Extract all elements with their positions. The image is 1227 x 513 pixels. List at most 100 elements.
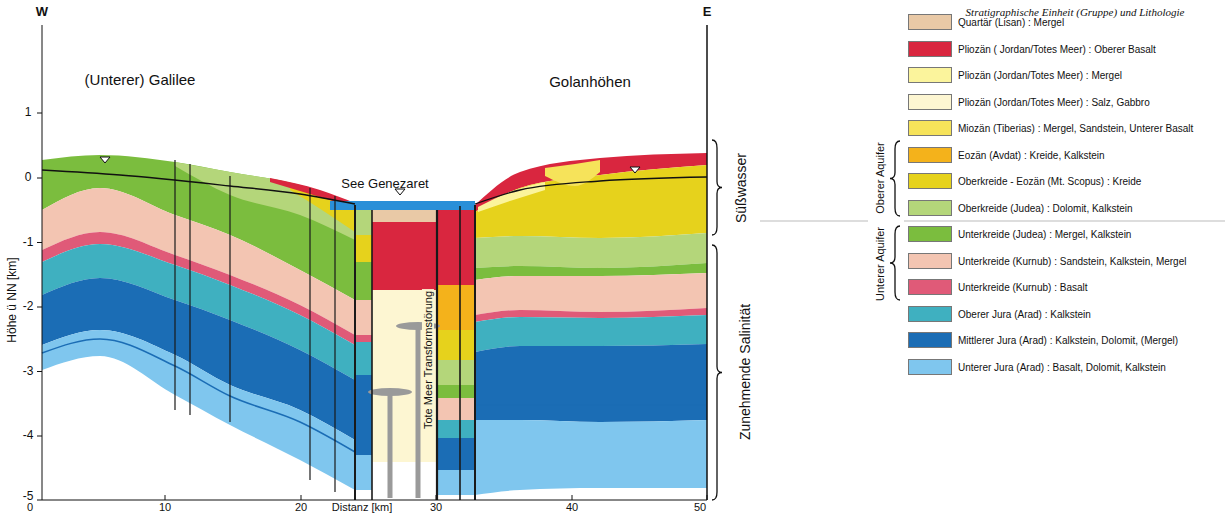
axis-label: 30	[430, 501, 442, 513]
legend-text: Unterkreide (Judea) : Mergel, Kalkstein	[958, 229, 1131, 240]
legend-swatch	[908, 173, 952, 189]
tick-mark	[301, 495, 302, 500]
annotation-label: Oberer Aquifer	[874, 142, 886, 214]
tick-mark	[37, 500, 42, 501]
legend-text: Unterkreide (Kurnub) : Basalt	[958, 282, 1088, 293]
rock-layer	[437, 420, 475, 438]
rock-layer	[437, 470, 475, 495]
tick-mark	[37, 178, 42, 179]
rock-layer	[355, 335, 372, 342]
fault-line	[354, 205, 356, 500]
water-level-symbol	[100, 157, 110, 163]
fault-line	[309, 188, 310, 480]
annotation-label: Süßwasser	[734, 153, 749, 223]
curly-bracket	[712, 245, 722, 500]
legend-swatch	[908, 226, 952, 242]
axis-label: -3	[23, 365, 34, 378]
right-frame	[706, 25, 708, 500]
legend-heading: Stratigraphische Einheit (Gruppe) und Li…	[966, 6, 1185, 18]
axis-label: -2	[23, 300, 34, 313]
axis-label: 20	[295, 501, 307, 513]
rock-layer	[355, 455, 372, 490]
legend-swatch	[908, 41, 952, 57]
rock-layer	[355, 235, 372, 262]
fault-line	[229, 176, 230, 422]
legend-swatch	[908, 306, 952, 322]
rock-layer	[437, 398, 475, 420]
diapir-cap	[368, 388, 412, 396]
annotation-label: W	[36, 5, 48, 19]
axis-label: 40	[566, 501, 578, 513]
legend-text: Oberer Jura (Arad) : Kalkstein	[958, 308, 1091, 319]
rock-layer	[475, 420, 707, 495]
legend-swatch	[908, 253, 952, 269]
tick-mark	[707, 495, 708, 500]
legend-text: Quartär (Lisan) : Mergel	[958, 17, 1064, 28]
rock-layer	[355, 300, 372, 335]
annotation-label: Zunehmende Salinität	[738, 304, 753, 440]
legend-text: Pliozän (Jordan/Totes Meer) : Mergel	[958, 70, 1122, 81]
fault-line	[334, 196, 335, 492]
lake	[330, 201, 475, 210]
curly-bracket	[712, 140, 722, 235]
tick-mark	[37, 371, 42, 372]
annotation-label: (Unterer) Galilee	[85, 72, 196, 89]
water-table	[475, 177, 707, 204]
diapir-stem	[416, 326, 421, 498]
divider-line	[760, 221, 868, 222]
annotation-label: Tote Meer Transformstörung	[422, 289, 434, 431]
axis-label: 0	[27, 501, 33, 513]
fault-line	[174, 160, 175, 410]
diapir-stem	[388, 392, 393, 498]
rock-layer	[355, 342, 372, 375]
curly-bracket	[890, 141, 900, 216]
rock-layer	[355, 262, 372, 300]
axis-label: -4	[23, 429, 34, 442]
legend-text: Pliozän ( Jordan/Totes Meer) : Oberer Ba…	[958, 43, 1156, 54]
legend-swatch	[908, 94, 952, 110]
legend-text: Oberkreide (Judea) : Dolomit, Kalkstein	[958, 202, 1133, 213]
annotation-label: Höhe ü NN [km]	[6, 257, 19, 342]
divider-line	[904, 221, 1225, 222]
rock-layer	[437, 330, 475, 360]
legend-swatch	[908, 14, 952, 30]
legend-text: Pliozän (Jordan/Totes Meer) : Salz, Gabb…	[958, 96, 1150, 107]
layer-stripe	[475, 404, 707, 406]
section-layers	[42, 153, 707, 495]
rock-layer	[175, 162, 355, 240]
rock-layer	[372, 210, 437, 222]
rock-layer	[437, 385, 475, 398]
rock-layer	[475, 273, 707, 315]
fault-line	[189, 164, 190, 415]
axis-label: 10	[159, 501, 171, 513]
legend-text: Oberkreide - Eozän (Mt. Scopus) : Kreide	[958, 176, 1141, 187]
water-level-symbol	[630, 167, 640, 173]
legend-swatch	[908, 279, 952, 295]
rock-layer	[475, 233, 707, 268]
legend-text: Unterkreide (Kurnub) : Sandstein, Kalkst…	[958, 255, 1186, 266]
rock-layer	[355, 375, 372, 455]
tick-mark	[37, 436, 42, 437]
layer-stripe	[42, 339, 355, 452]
annotation-label: Unterer Aquifer	[874, 227, 886, 301]
fault-line	[459, 206, 461, 500]
annotation-label: E	[703, 5, 712, 19]
rock-layer	[372, 222, 437, 290]
tick-mark	[37, 307, 42, 308]
rock-layer	[437, 438, 475, 470]
legend-swatch	[908, 147, 952, 163]
legend-text: Eozän (Avdat) : Kreide, Kalkstein	[958, 149, 1105, 160]
fault-line	[474, 205, 476, 500]
rock-layer	[437, 360, 475, 385]
legend-swatch	[908, 120, 952, 136]
rock-layer	[478, 182, 545, 212]
annotation-label: Distanz [km]	[330, 501, 395, 513]
axis-label: 0	[25, 171, 32, 184]
faults	[175, 160, 475, 500]
water-table	[42, 170, 355, 204]
fault-line	[371, 210, 373, 500]
fault-line	[436, 210, 438, 500]
axes	[37, 25, 707, 500]
legend-swatch	[908, 332, 952, 348]
axis-label: -1	[23, 236, 34, 249]
